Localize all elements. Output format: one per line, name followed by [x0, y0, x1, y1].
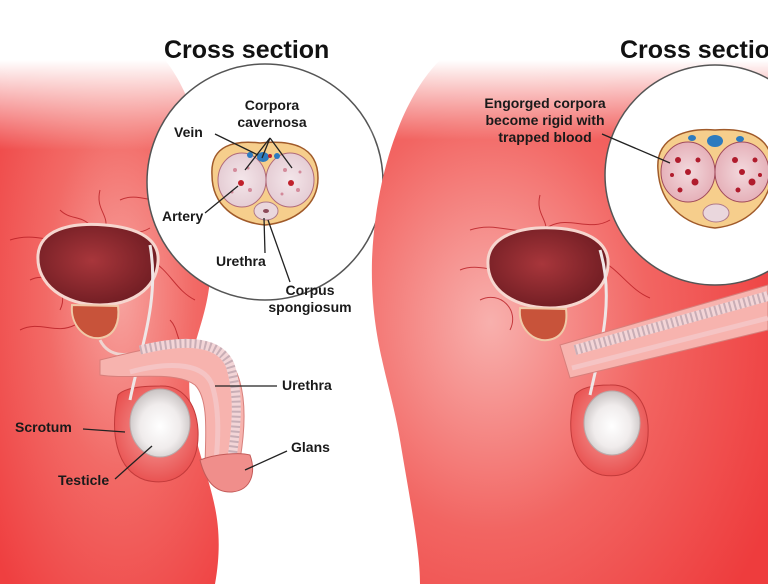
bladder-shape	[36, 222, 160, 307]
engorged-leader-line	[601, 133, 671, 164]
title-left: Cross section	[164, 36, 330, 64]
right-cross-section	[604, 64, 768, 286]
label-engorged-line2: become rigid with	[485, 112, 605, 128]
testicle-right-shape	[583, 390, 641, 456]
label-spongiosum-line2: spongiosum	[268, 299, 352, 315]
label-vein: Vein	[174, 124, 203, 140]
label-corpus-spongiosum: Corpus spongiosum	[268, 282, 352, 316]
testicle-shape	[129, 388, 191, 458]
label-spongiosum-line1: Corpus	[285, 282, 335, 298]
prostate-shape	[70, 303, 120, 340]
label-corpora-line1: Corpora	[244, 97, 300, 113]
title-right: Cross sectio	[620, 36, 768, 64]
label-engorged-line1: Engorged corpora	[484, 95, 606, 111]
label-urethra-cross-section: Urethra	[216, 253, 266, 269]
flaccid-penis	[99, 338, 254, 493]
bladder-right-shape	[486, 226, 610, 310]
label-scrotum: Scrotum	[15, 419, 72, 435]
label-urethra: Urethra	[282, 377, 332, 393]
label-artery: Artery	[162, 208, 204, 224]
left-leader-lines	[82, 133, 293, 480]
label-engorged-corpora: Engorged corpora become rigid with trapp…	[475, 95, 615, 146]
prostate-right-shape	[518, 306, 568, 342]
label-corpora-line2: cavernosa	[237, 114, 307, 130]
label-corpora-cavernosa: Corpora cavernosa	[232, 97, 312, 131]
left-cross-section	[146, 63, 384, 301]
erect-penis	[559, 284, 768, 379]
label-glans: Glans	[291, 439, 330, 455]
label-testicle: Testicle	[58, 472, 110, 488]
label-engorged-line3: trapped blood	[498, 129, 592, 145]
